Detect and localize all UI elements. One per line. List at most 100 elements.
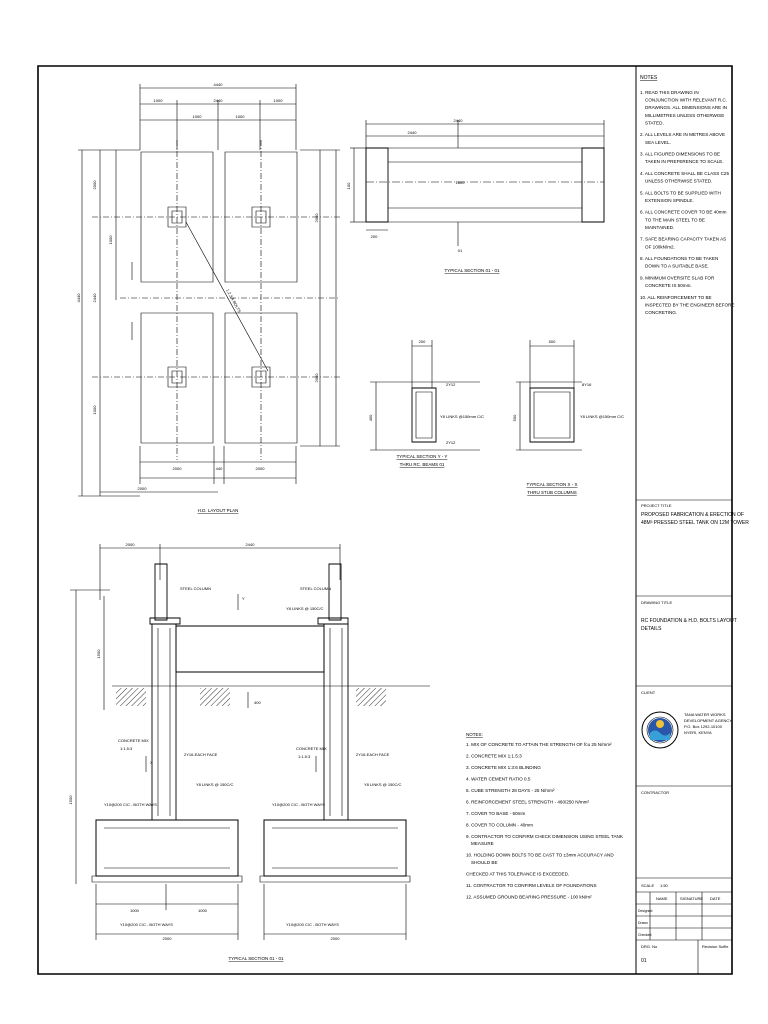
client-logo bbox=[648, 718, 672, 742]
notes-bottom: NOTES: 1. MIX OF CONCRETE TO ATTAIN THE … bbox=[466, 732, 624, 899]
sheet-border bbox=[38, 66, 732, 974]
s01-dim-beam: 1600 bbox=[456, 180, 466, 185]
syy-bottom-bars: 2Y12 bbox=[446, 440, 456, 445]
elev-left-vert2: 1500 bbox=[68, 795, 73, 805]
elev-title: TYPICAL SECTION 01 - 01 bbox=[228, 956, 284, 961]
section-x-x bbox=[516, 340, 582, 450]
note-item: 12. ASSUMED GROUND BEARING PRESSURE - 10… bbox=[466, 894, 592, 899]
elev-left-vert: 1500 bbox=[96, 649, 101, 659]
drawing-title-label: DRAWING TITLE bbox=[641, 600, 672, 605]
plan-dim-right-upper: 2000 bbox=[314, 213, 319, 223]
table-row-designed: Designed bbox=[638, 909, 652, 913]
note-item: 7. COVER TO BASE - 50mm bbox=[466, 811, 525, 816]
note-item: 1. MIX OF CONCRETE TO ATTAIN THE STRENGT… bbox=[466, 742, 612, 747]
sxx-dim-depth: 500 bbox=[512, 414, 517, 421]
elev-links-top: Y8 LINKS @ 150C/C bbox=[286, 606, 324, 611]
table-header-signature: SIGNATURE bbox=[680, 896, 703, 901]
plan-diagonal-label: 1,2,3,4 BOLTS bbox=[225, 288, 242, 314]
notes-heading: NOTES bbox=[640, 75, 658, 81]
elev-mesh-bottom: Y10@200 C/C - BOTH WAYS bbox=[120, 922, 173, 927]
plan-dim-top-left: 1000 bbox=[154, 98, 164, 103]
drg-no-label: DRG. No bbox=[641, 944, 658, 949]
note-item: 8. COVER TO COLUMN - 40mm bbox=[466, 822, 533, 827]
note-item: 10. HOLDING DOWN BOLTS TO BE CAST TO ±3m… bbox=[466, 853, 614, 865]
plan-dim-left-3: 1000 bbox=[92, 405, 97, 415]
s01-dim-inner: 2440 bbox=[408, 130, 418, 135]
client-line3: P.O. Box 1292-10100 bbox=[684, 724, 723, 729]
sxx-title: TYPICAL SECTION X - X bbox=[526, 482, 577, 487]
syy-title: TYPICAL SECTION Y - Y bbox=[397, 454, 448, 459]
client-line4: NYERI, KENYA bbox=[684, 730, 712, 735]
syy-dim-width: 200 bbox=[419, 339, 426, 344]
scale-label: SCALE bbox=[641, 883, 654, 888]
plan-dimension-labels: 4440 1000 2440 1000 1000 1000 2000 440 2… bbox=[76, 82, 319, 513]
elev-bars-left: 2Y16-EACH FACE bbox=[184, 752, 218, 757]
title-block bbox=[636, 500, 732, 974]
ground-hatch bbox=[116, 688, 386, 706]
plan-dim-bottom-gap: 440 bbox=[216, 466, 223, 471]
client-line1: TANA WATER WORKS bbox=[684, 712, 726, 717]
plan-dim-top-overall: 4440 bbox=[214, 82, 224, 87]
s01-marker: 01 bbox=[458, 248, 463, 253]
s01-dim-overall: 2440 bbox=[454, 118, 464, 123]
section-y-y bbox=[370, 340, 480, 450]
note-item: 6. REINFORCEMENT STEEL STRENGTH - 460/25… bbox=[466, 799, 590, 804]
plan-dim-top-right: 1000 bbox=[274, 98, 284, 103]
plan-dim-left-overall: 4440 bbox=[76, 293, 81, 303]
elev-dim-bottom-2: 1000 bbox=[198, 908, 208, 913]
elevation-section bbox=[70, 544, 430, 940]
section-01-top bbox=[350, 120, 604, 246]
contractor-label: CONTRACTOR bbox=[641, 790, 669, 795]
revision-label: Revision Suffix bbox=[702, 944, 728, 949]
table-header-date: DATE bbox=[710, 896, 721, 901]
table-row-drawn: Drawn bbox=[638, 921, 648, 925]
sxx-bars: 8Y16 bbox=[582, 382, 592, 387]
drawing-title-line1: RC FOUNDATION & H.D. BOLTS LAYOUT bbox=[641, 618, 737, 624]
plan-dim-top-inner-right: 1000 bbox=[236, 114, 246, 119]
elev-x-marker: X bbox=[150, 760, 153, 765]
elev-mix-right: 1:1.5:3 bbox=[298, 754, 311, 759]
plan-dim-top-inner-left: 1000 bbox=[193, 114, 203, 119]
syy-links: Y8 LINKS @150mm C/C bbox=[440, 414, 484, 419]
plan-dim-left-4: 1000 bbox=[108, 235, 113, 245]
plan-dim-bottom-offset: 2000 bbox=[138, 486, 148, 491]
drawing-title-line2: DETAILS bbox=[641, 626, 662, 632]
plan-dim-left-mid: 2440 bbox=[92, 293, 97, 303]
section-y-y-labels: 200 2Y12 2Y12 400 Y8 LINKS @150mm C/C TY… bbox=[368, 339, 484, 467]
notes-bottom-list: 1. MIX OF CONCRETE TO ATTAIN THE STRENGT… bbox=[466, 742, 624, 899]
project-title-label: PROJECT TITLE bbox=[641, 503, 672, 508]
s01-dim-height: 100 bbox=[346, 182, 351, 189]
elev-dim-top-right: 2440 bbox=[246, 542, 256, 547]
elev-mesh-left: Y10@200 C/C - BOTH WAYS bbox=[104, 802, 157, 807]
note-item: 9. CONTRACTOR TO CONFIRM CHECK DIMENSION… bbox=[466, 834, 624, 846]
elev-concrete-right: CONCRETE MIX bbox=[296, 746, 327, 751]
table-row-checked: Checked bbox=[638, 933, 651, 937]
s01-title: TYPICAL SECTION 01 - 01 bbox=[444, 268, 500, 273]
plan-dim-bottom-left: 2000 bbox=[173, 466, 183, 471]
syy-dim-depth: 400 bbox=[368, 414, 373, 421]
elev-mesh-bottom-right: Y10@200 C/C - BOTH WAYS bbox=[286, 922, 339, 927]
sxx-subtitle: THRU STUB COLUMNS bbox=[527, 490, 577, 495]
plan-dim-bottom-right: 2000 bbox=[256, 466, 266, 471]
plan-title: H.D. LAYOUT PLAN bbox=[198, 508, 239, 513]
elev-dim-bottom-3: 2000 bbox=[163, 936, 173, 941]
elev-beam-marker: 400 bbox=[254, 700, 261, 705]
drg-no: 01 bbox=[641, 958, 647, 964]
title-block-text: PROJECT TITLE PROPOSED FABRICATION & ERE… bbox=[638, 503, 749, 964]
plan-dim-left-1: 2000 bbox=[92, 180, 97, 190]
notes-bottom-heading: NOTES: bbox=[466, 732, 483, 737]
elev-steel-col-right: STEEL COLUMN bbox=[300, 586, 331, 591]
elev-dim-top-left: 2000 bbox=[126, 542, 136, 547]
elev-bars-right: 2Y16-EACH FACE bbox=[356, 752, 390, 757]
section-x-x-labels: 500 8Y16 500 Y8 LINKS @150mm C/C TYPICAL… bbox=[512, 339, 624, 495]
